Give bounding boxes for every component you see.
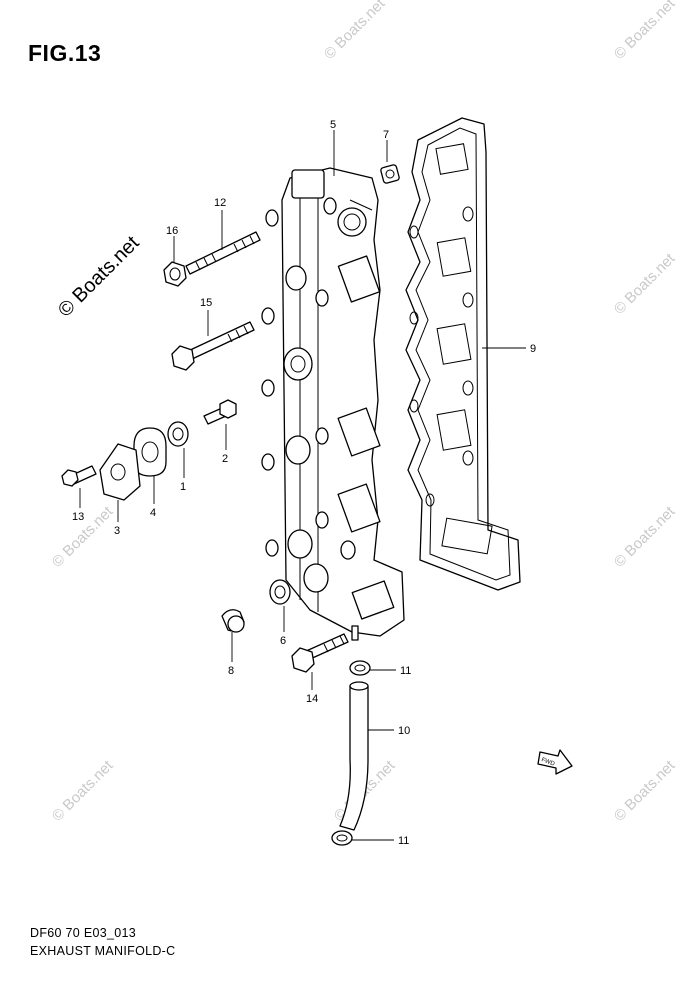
callout-numbers: 1 2 3 4 5 6 7 8 9 10 11 11 12 13 14 15 1…: [72, 119, 536, 847]
gasket-part-4: [133, 427, 167, 477]
gasket-part-9: [405, 117, 521, 591]
callout-6: 6: [280, 635, 286, 647]
callout-2: 2: [222, 453, 228, 465]
bolt-part-14: [291, 633, 349, 673]
nut-part-16: [163, 261, 187, 287]
callout-16: 16: [166, 225, 178, 237]
watermark-text: © Boats.net: [611, 503, 679, 571]
watermark-text: © Boats.net: [321, 0, 389, 63]
watermark-text: © Boats.net: [611, 0, 679, 63]
hose-part-10: [339, 681, 369, 831]
stud-bolt-part-12: [185, 231, 261, 275]
callout-4: 4: [150, 507, 156, 519]
watermark-text: © Boats.net: [611, 250, 679, 318]
clip-part-11-top: [349, 660, 371, 676]
diagram-code: DF60 70 E03_013: [30, 926, 136, 940]
callout-11-bottom: 11: [398, 835, 409, 847]
watermark-text: © Boats.net: [49, 757, 117, 825]
exhaust-manifold-part-5: [261, 167, 405, 641]
bolt-part-2: [203, 399, 237, 425]
callout-1: 1: [180, 481, 186, 493]
callout-12: 12: [214, 197, 226, 209]
figure-title: FIG.13: [28, 40, 102, 66]
callout-15: 15: [200, 297, 212, 309]
callout-14: 14: [306, 693, 318, 705]
diagram-name: EXHAUST MANIFOLD-C: [30, 944, 176, 958]
svg-text:FWD: FWD: [540, 757, 556, 768]
cover-part-3: [99, 443, 141, 501]
callout-7: 7: [383, 129, 389, 141]
callout-3: 3: [114, 525, 120, 537]
plug-part-7: [380, 164, 400, 184]
callout-8: 8: [228, 665, 234, 677]
leader-lines: [79, 130, 526, 841]
callout-13: 13: [72, 511, 84, 523]
collar-part-1: [167, 421, 189, 447]
grommet-part-8: [221, 609, 245, 633]
forward-arrow-icon: FWD: [537, 749, 573, 775]
bolt-part-13: [61, 465, 97, 487]
callout-10: 10: [398, 725, 410, 737]
callout-9: 9: [530, 343, 536, 355]
clip-part-11-bottom: [331, 830, 353, 846]
bolt-part-15: [171, 321, 255, 371]
watermark-text: © Boats.net: [611, 757, 679, 825]
grommet-part-6: [269, 579, 291, 605]
callout-5: 5: [330, 119, 336, 131]
watermark-main: © Boats.net: [54, 232, 144, 322]
callout-11-top: 11: [400, 665, 411, 677]
